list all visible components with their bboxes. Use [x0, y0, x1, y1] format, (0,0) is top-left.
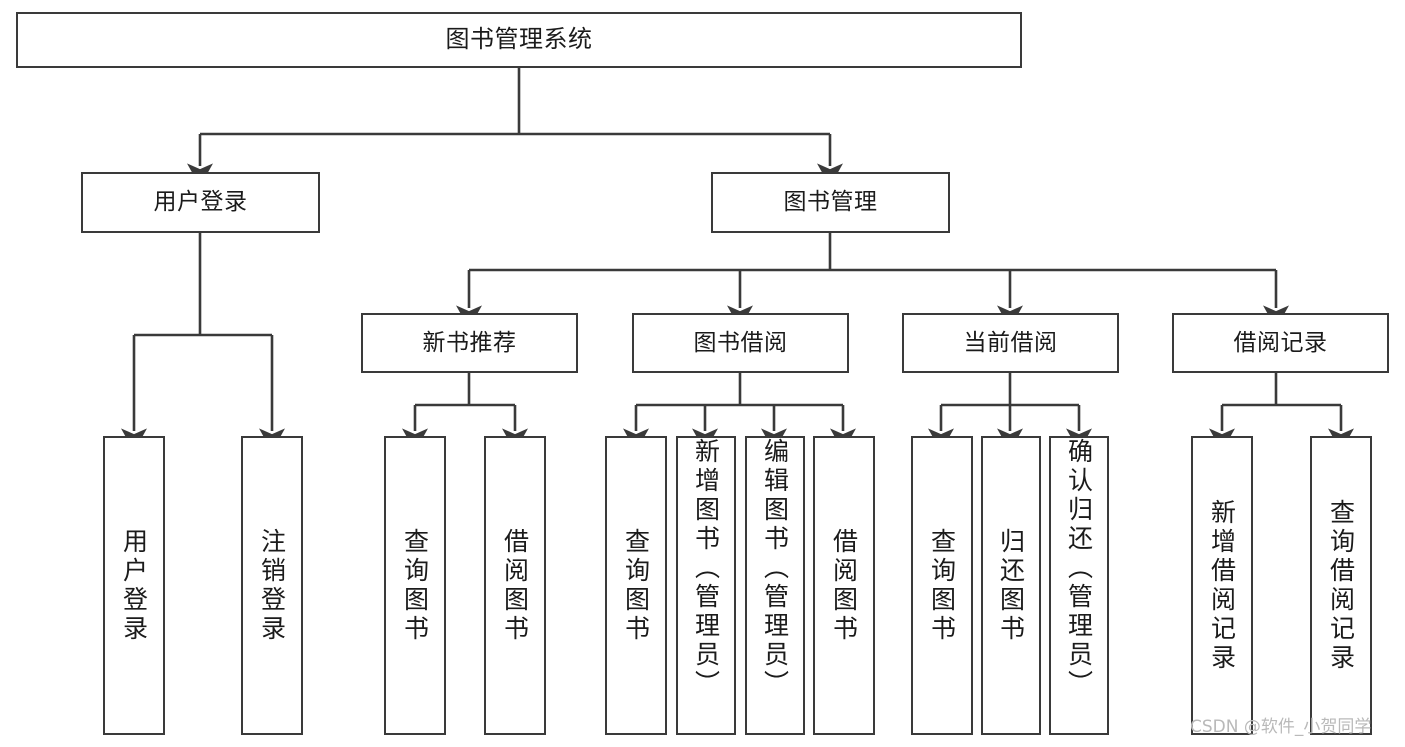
node-book-borrow[interactable]: 图书借阅	[632, 313, 849, 373]
node-new-book-rec-label: 新书推荐	[422, 329, 517, 356]
leaf-query-record-label: 查询借阅记录	[1326, 498, 1356, 673]
leaf-return-book[interactable]: 归还图书	[981, 436, 1041, 735]
leaf-query-book-2[interactable]: 查询图书	[605, 436, 667, 735]
leaf-query-record[interactable]: 查询借阅记录	[1310, 436, 1372, 735]
leaf-query-book-2-label: 查询图书	[621, 527, 651, 644]
leaf-user-login-label: 用户登录	[119, 527, 149, 644]
leaf-add-record-label: 新增借阅记录	[1207, 498, 1237, 673]
leaf-confirm-return[interactable]: 确认归还（管理员）	[1049, 436, 1109, 735]
leaf-query-book-3[interactable]: 查询图书	[911, 436, 973, 735]
leaf-edit-book[interactable]: 编辑图书（管理员）	[745, 436, 805, 735]
leaf-add-book[interactable]: 新增图书（管理员）	[676, 436, 736, 735]
watermark: CSDN @软件_小贺同学	[1190, 717, 1372, 737]
leaf-borrow-book-1[interactable]: 借阅图书	[484, 436, 546, 735]
leaf-query-book-1[interactable]: 查询图书	[384, 436, 446, 735]
node-borrow-record-label: 借阅记录	[1233, 329, 1328, 356]
leaf-add-book-label: 新增图书（管理员）	[691, 438, 721, 699]
node-user-login[interactable]: 用户登录	[81, 172, 320, 233]
leaf-query-book-1-label: 查询图书	[400, 527, 430, 644]
node-new-book-rec[interactable]: 新书推荐	[361, 313, 578, 373]
node-user-login-label: 用户登录	[153, 189, 248, 216]
leaf-confirm-return-label: 确认归还（管理员）	[1064, 438, 1094, 699]
leaf-add-record[interactable]: 新增借阅记录	[1191, 436, 1253, 735]
leaf-borrow-book-2-label: 借阅图书	[829, 527, 859, 644]
leaf-borrow-book-1-label: 借阅图书	[500, 527, 530, 644]
leaf-query-book-3-label: 查询图书	[927, 527, 957, 644]
leaf-return-book-label: 归还图书	[996, 527, 1026, 644]
node-book-borrow-label: 图书借阅	[693, 329, 788, 356]
node-current-borrow-label: 当前借阅	[963, 329, 1058, 356]
leaf-logout-label: 注销登录	[257, 527, 287, 644]
node-root-label: 图书管理系统	[445, 25, 593, 54]
leaf-user-login[interactable]: 用户登录	[103, 436, 165, 735]
node-current-borrow[interactable]: 当前借阅	[902, 313, 1119, 373]
leaf-logout[interactable]: 注销登录	[241, 436, 303, 735]
node-borrow-record[interactable]: 借阅记录	[1172, 313, 1389, 373]
leaf-edit-book-label: 编辑图书（管理员）	[760, 438, 790, 699]
node-root[interactable]: 图书管理系统	[16, 12, 1022, 68]
node-book-manage[interactable]: 图书管理	[711, 172, 950, 233]
node-book-manage-label: 图书管理	[783, 189, 878, 216]
leaf-borrow-book-2[interactable]: 借阅图书	[813, 436, 875, 735]
